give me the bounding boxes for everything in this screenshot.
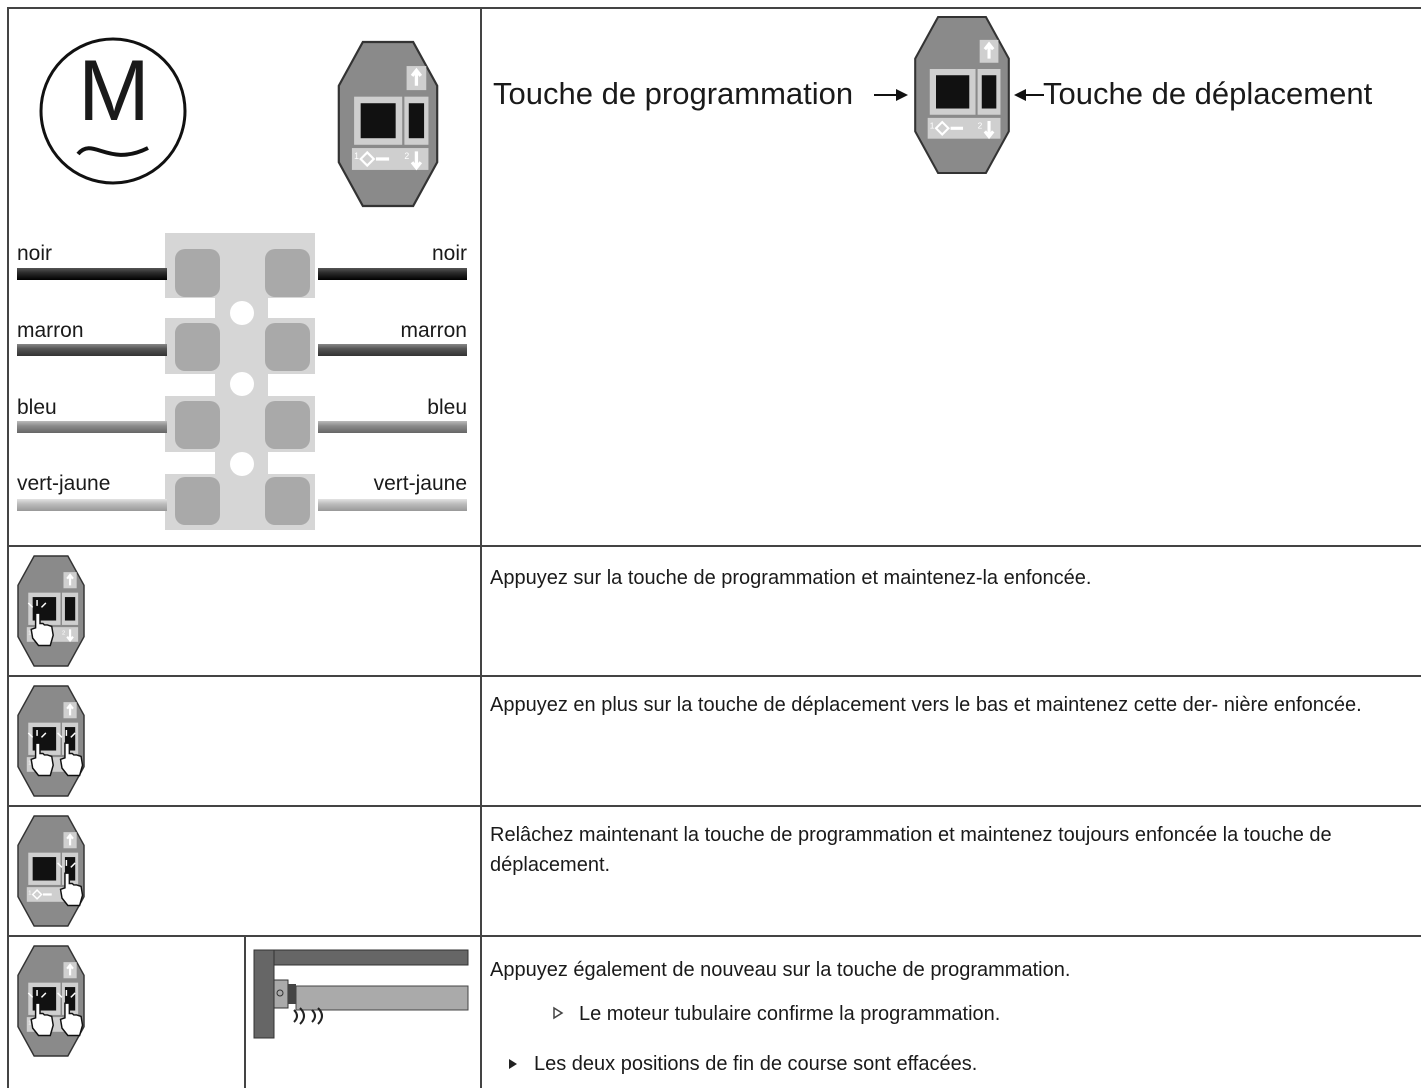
control-unit-press-travel-icon [16, 814, 86, 928]
wire-label-left: bleu [17, 396, 57, 419]
wire-label-left: marron [17, 319, 84, 342]
control-unit-press-both-keys-icon [16, 684, 86, 798]
travel-key-label: Touche de déplacement [1043, 76, 1373, 111]
row-divider-3 [7, 805, 1421, 807]
table-left-border [7, 7, 9, 1088]
motor-letter: M [78, 43, 150, 139]
terminal-notch-2 [268, 298, 318, 318]
wire-label-left: vert-jaune [17, 472, 111, 495]
wire-black-left [17, 268, 167, 280]
row-divider-4 [7, 935, 1421, 937]
step-4-text: Appuyez également de nouveau sur la touc… [490, 959, 1071, 981]
wire-label-right: marron [400, 319, 467, 342]
terminal-notch-5 [165, 452, 215, 474]
control-unit-icon [337, 40, 439, 208]
control-unit-icon [913, 15, 1011, 175]
programming-key-label: Touche de programmation [493, 76, 854, 111]
wire-label-right: noir [431, 242, 467, 265]
step-1-text: Appuyez sur la touche de programmation e… [490, 567, 1092, 589]
arrow-right-icon [874, 89, 908, 101]
terminal-notch-1 [165, 298, 215, 318]
wire-brown-left [17, 344, 167, 356]
wire-green-yellow-right [318, 499, 467, 511]
terminal-notch-6 [268, 452, 318, 474]
column-divider [480, 7, 482, 1088]
wire-brown-right [318, 344, 467, 356]
wire-label-right: vert-jaune [373, 472, 467, 495]
step-4-result: Le moteur tubulaire confirme la programm… [579, 1003, 1001, 1025]
row-divider-1 [7, 545, 1421, 547]
terminal-notch-3 [165, 374, 215, 396]
row-divider-2 [7, 675, 1421, 677]
step-4-outcome: Les deux positions de fin de course sont… [534, 1053, 978, 1075]
step-3-text: Relâchez maintenant la touche de program… [490, 824, 1332, 876]
terminal-notch-4 [268, 374, 318, 396]
wire-blue-right [318, 421, 467, 433]
step-2-text: Appuyez en plus sur la touche de déplace… [490, 694, 1362, 716]
outcome-marker-icon [509, 1059, 517, 1069]
result-marker-icon [553, 1006, 564, 1020]
arrow-left-icon [1014, 89, 1044, 101]
wire-blue-left [17, 421, 167, 433]
wire-black-right [318, 268, 467, 280]
tubular-motor-icon [253, 949, 469, 1039]
wire-green-yellow-left [17, 499, 167, 511]
motor-symbol [39, 37, 187, 185]
wire-label-left: noir [17, 242, 53, 265]
wire-label-right: bleu [427, 396, 467, 419]
table-top-border [7, 7, 1421, 9]
terminal-slots [175, 249, 310, 525]
sub-column-divider [244, 935, 246, 1088]
control-unit-press-both-keys-again-icon [16, 944, 86, 1058]
control-unit-press-programming-icon [16, 554, 86, 668]
